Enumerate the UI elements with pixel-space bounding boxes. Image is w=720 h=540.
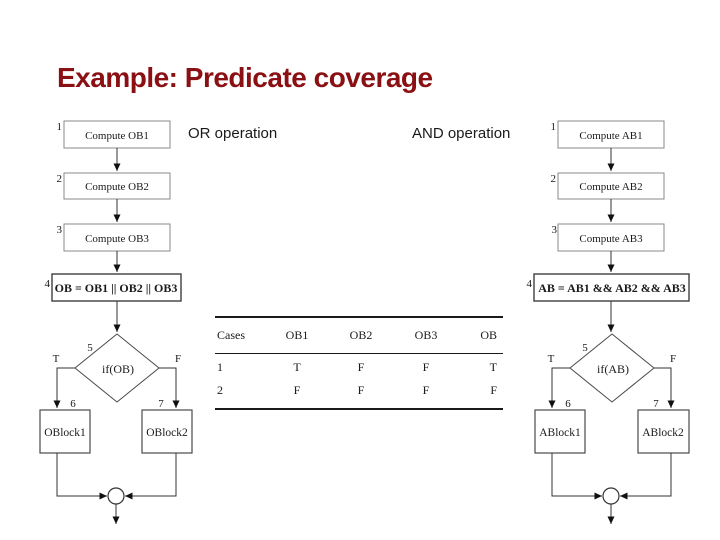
- and-merge-junction: [602, 487, 620, 505]
- truth-table-cell: 2: [217, 383, 223, 397]
- truth-table-cell: 1: [217, 360, 223, 374]
- and-step-3-num: 3: [552, 224, 558, 236]
- truth-table-cell: F: [422, 360, 430, 374]
- or-merge-left-arrow: [56, 453, 107, 500]
- or-predicate-num: 4: [45, 278, 51, 290]
- or-operation-heading: OR operation: [188, 125, 278, 142]
- or-true-label: T: [53, 353, 60, 365]
- and-operation-heading: AND operation: [412, 125, 511, 142]
- truth-table-cell: T: [489, 360, 497, 374]
- or-decision-diamond: [74, 333, 160, 403]
- or-step-2-label: Compute OB2: [85, 181, 149, 193]
- or-block2-num: 7: [158, 398, 164, 410]
- truth-table: Cases OB1 OB2 OB3 OB 1 T F F T 2 F F F F: [215, 316, 503, 410]
- truth-table-header-cases: Cases: [215, 317, 265, 354]
- or-false-label: F: [175, 353, 181, 365]
- and-decision-num: 5: [582, 342, 588, 354]
- and-block1-num: 6: [565, 398, 571, 410]
- or-true-branch-arrow: [53, 367, 75, 408]
- page-title: Example: Predicate coverage: [57, 62, 433, 93]
- and-true-branch-arrow: [548, 367, 570, 408]
- truth-table-header-ob1: OB1: [265, 317, 329, 354]
- and-step-2-num: 2: [551, 173, 557, 185]
- and-block1-box: [534, 409, 586, 454]
- and-block2-label: ABlock2: [642, 427, 684, 439]
- or-merge-junction: [107, 487, 125, 505]
- and-false-branch-arrow: [654, 367, 675, 408]
- or-step-3-box: [63, 223, 171, 252]
- or-step-1-box: [63, 120, 171, 149]
- and-step-2-label: Compute AB2: [579, 181, 642, 193]
- or-block1-label: OBlock1: [44, 427, 86, 439]
- truth-table-header-ob2: OB2: [329, 317, 393, 354]
- or-step-1-num: 1: [57, 121, 63, 133]
- or-predicate-box: [51, 273, 182, 302]
- truth-table-header-ob: OB: [459, 317, 503, 354]
- and-step-1-num: 1: [551, 121, 557, 133]
- and-block2-box: [637, 409, 690, 454]
- or-flowchart: 1 Compute OB1 2 Compute OB2 3 Compute OB…: [39, 120, 193, 524]
- or-predicate-label: OB = OB1 || OB2 || OB3: [55, 281, 178, 295]
- truth-table-cell: F: [357, 383, 365, 397]
- and-decision-diamond: [569, 333, 655, 403]
- and-block1-label: ABlock1: [539, 427, 581, 439]
- or-false-branch-arrow: [159, 367, 180, 408]
- truth-table-cell: F: [293, 383, 301, 397]
- truth-table-cell: T: [293, 360, 301, 374]
- and-merge-left-arrow: [551, 453, 602, 500]
- or-block1-num: 6: [70, 398, 76, 410]
- or-step-3-num: 3: [57, 224, 63, 236]
- and-step-1-label: Compute AB1: [579, 130, 642, 142]
- truth-table-row: 2 F F F F: [215, 379, 503, 409]
- or-decision-num: 5: [87, 342, 93, 354]
- or-step-1-label: Compute OB1: [85, 130, 149, 142]
- and-step-1-box: [557, 120, 665, 149]
- or-block2-box: [141, 409, 193, 454]
- and-predicate-num: 4: [527, 278, 533, 290]
- and-false-label: F: [670, 353, 676, 365]
- or-decision-label: if(OB): [102, 362, 134, 376]
- and-step-3-box: [557, 223, 665, 252]
- truth-table-cell: F: [490, 383, 497, 397]
- truth-table-header-ob3: OB3: [393, 317, 459, 354]
- truth-table-header-row: Cases OB1 OB2 OB3 OB: [215, 317, 503, 354]
- and-merge-right-arrow: [620, 453, 672, 500]
- truth-table-cell: F: [357, 360, 365, 374]
- or-step-2-box: [63, 172, 171, 200]
- and-decision-label: if(AB): [597, 362, 629, 376]
- truth-table-container: Cases OB1 OB2 OB3 OB 1 T F F T 2 F F F F: [215, 316, 503, 410]
- or-block1-box: [39, 409, 91, 454]
- and-predicate-label: AB = AB1 && AB2 && AB3: [538, 281, 686, 295]
- and-true-label: T: [548, 353, 555, 365]
- truth-table-row: 1 T F F T: [215, 354, 503, 380]
- truth-table-cell: F: [422, 383, 430, 397]
- and-flowchart: 1 Compute AB1 2 Compute AB2 3 Compute AB…: [527, 120, 690, 524]
- or-step-2-num: 2: [57, 173, 63, 185]
- or-step-3-label: Compute OB3: [85, 233, 149, 245]
- and-step-3-label: Compute AB3: [579, 233, 643, 245]
- or-merge-right-arrow: [125, 453, 177, 500]
- and-predicate-box: [533, 273, 690, 302]
- or-block2-label: OBlock2: [146, 427, 188, 439]
- and-block2-num: 7: [653, 398, 659, 410]
